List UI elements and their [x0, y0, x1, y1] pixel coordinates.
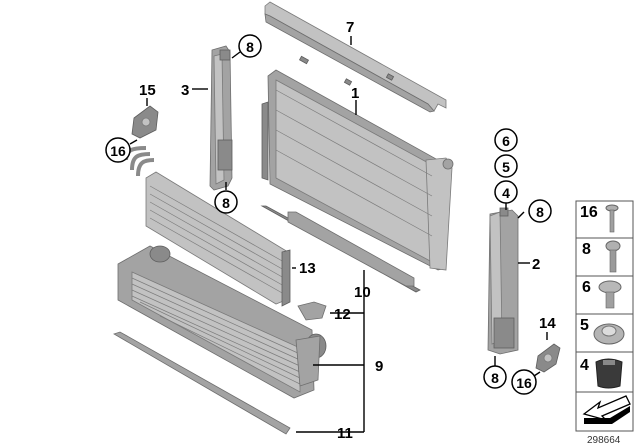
- callout-6[interactable]: 6: [494, 128, 518, 152]
- svg-text:8: 8: [222, 195, 230, 211]
- svg-text:16: 16: [110, 143, 126, 159]
- callout-13[interactable]: 13: [299, 260, 316, 277]
- legend-item-5[interactable]: 5: [580, 317, 625, 345]
- callout-4[interactable]: 4: [494, 180, 518, 204]
- part-2-right-bracket[interactable]: [487, 207, 519, 355]
- svg-text:16: 16: [516, 375, 532, 391]
- callout-12[interactable]: 12: [334, 306, 351, 323]
- part-12-mounting-plate[interactable]: [297, 301, 327, 321]
- callout-3[interactable]: 3: [181, 82, 189, 99]
- svg-text:4: 4: [502, 185, 510, 201]
- nut-icon: [593, 323, 625, 345]
- grommet-icon: [595, 358, 623, 389]
- part-14-right-mount[interactable]: [535, 343, 561, 373]
- svg-text:16: 16: [580, 204, 598, 221]
- callout-9[interactable]: 9: [375, 358, 383, 375]
- svg-text:8: 8: [491, 370, 499, 386]
- callout-16-right[interactable]: 16: [511, 369, 537, 395]
- callout-11[interactable]: 11: [337, 425, 353, 442]
- part-3-left-bracket[interactable]: [209, 45, 233, 191]
- callout-8-left-bottom[interactable]: 8: [214, 190, 238, 214]
- bolt-icon: [605, 204, 619, 233]
- document-id: 298664: [587, 435, 621, 446]
- legend-item-6[interactable]: 6: [582, 279, 622, 309]
- fastener-legend: 16 8 6 5: [575, 200, 634, 432]
- legend-item-8[interactable]: 8: [582, 240, 621, 273]
- svg-text:8: 8: [536, 204, 544, 220]
- legend-item-16[interactable]: 16: [580, 204, 619, 233]
- callout-8-right-bottom[interactable]: 8: [483, 365, 507, 389]
- svg-text:6: 6: [502, 133, 510, 149]
- svg-text:4: 4: [580, 357, 589, 374]
- part-15-left-mount[interactable]: [131, 105, 159, 139]
- callout-8-top-left[interactable]: 8: [238, 34, 262, 58]
- part-13-oil-cooler[interactable]: [124, 146, 291, 307]
- callout-7[interactable]: 7: [346, 19, 354, 36]
- leader-lines: [129, 36, 548, 433]
- part-9-charge-air-cooler[interactable]: [117, 245, 327, 399]
- callout-2[interactable]: 2: [532, 256, 540, 273]
- part-7-upper-duct[interactable]: [264, 1, 447, 113]
- direction-arrow-icon: [582, 395, 631, 424]
- callout-10[interactable]: 10: [354, 284, 371, 301]
- legend-item-4[interactable]: 4: [580, 357, 623, 389]
- svg-text:8: 8: [582, 241, 591, 258]
- callout-5[interactable]: 5: [494, 154, 518, 178]
- part-11-lower-strip[interactable]: [113, 331, 291, 435]
- callout-16-left[interactable]: 16: [105, 137, 131, 163]
- part-10-seal-strips[interactable]: [260, 205, 421, 293]
- callout-1[interactable]: 1: [351, 85, 359, 102]
- svg-text:8: 8: [246, 39, 254, 55]
- svg-text:6: 6: [582, 279, 591, 296]
- clip-icon: [598, 280, 622, 309]
- part-1-radiator[interactable]: [261, 69, 454, 271]
- callout-14[interactable]: 14: [539, 315, 556, 332]
- callout-8-right-top[interactable]: 8: [528, 199, 552, 223]
- svg-text:5: 5: [502, 159, 510, 175]
- svg-text:5: 5: [580, 317, 589, 334]
- screw-icon: [605, 240, 621, 273]
- callout-15[interactable]: 15: [139, 82, 156, 99]
